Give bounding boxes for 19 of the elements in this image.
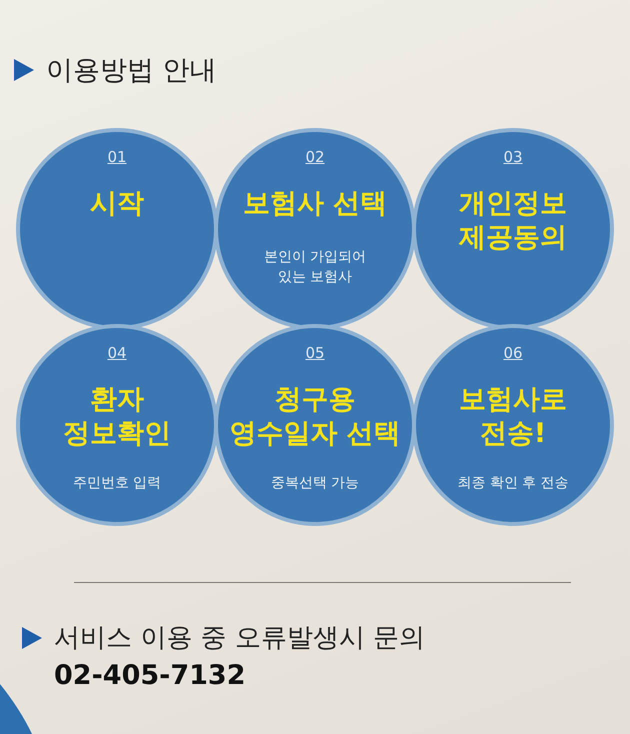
step-title: 개인정보 제공동의 <box>458 187 568 255</box>
step-description: 중복선택 가능 <box>270 474 360 493</box>
step-title: 청구용 영수일자 선택 <box>228 383 402 451</box>
step-title: 시작 <box>89 187 145 221</box>
title: 이용방법 안내 <box>46 54 217 88</box>
step-number: 05 <box>304 344 326 362</box>
step-description: 주민번호 입력 <box>72 474 162 493</box>
step-number: 02 <box>304 148 326 166</box>
step-description: 본인이 가입되어 있는 보험사 <box>262 248 368 287</box>
step-number: 04 <box>106 344 128 362</box>
contact-note: 서비스 이용 중 오류발생시 문의 <box>54 622 426 655</box>
step-title: 보험사로 전송! <box>458 383 568 451</box>
step-number: 03 <box>502 148 524 166</box>
step-title: 환자 정보확인 <box>62 383 172 451</box>
step-number: 01 <box>106 148 128 166</box>
phone-number: 02-405-7132 <box>54 660 246 691</box>
step-title: 보험사 선택 <box>242 187 388 221</box>
step-description: 최종 확인 후 전송 <box>456 474 570 493</box>
step-number: 06 <box>502 344 524 362</box>
